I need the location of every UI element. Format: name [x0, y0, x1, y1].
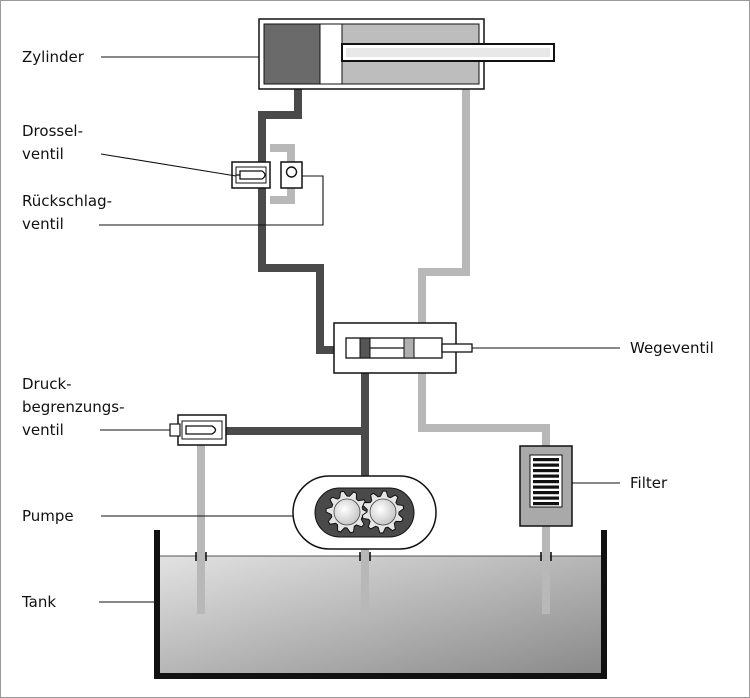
throttle-valve	[231, 161, 271, 189]
pipe-fittings	[195, 552, 552, 561]
gear-pump	[292, 475, 437, 550]
filter-element	[529, 454, 563, 508]
pressure-relief-valve	[169, 414, 227, 446]
label-tank: Tank	[21, 593, 56, 611]
pump-gear-left	[325, 490, 369, 534]
leader-lines	[99, 56, 620, 603]
label-druckbegrenzungsventil-line2: begrenzungs-	[22, 398, 124, 416]
label-drosselventil-line2: ventil	[22, 145, 64, 163]
directional-valve	[333, 322, 473, 374]
filter	[519, 445, 573, 527]
label-druckbegrenzungsventil-line3: ventil	[22, 421, 64, 439]
return-line-cylinder-to-valve	[418, 88, 470, 326]
label-filter: Filter	[630, 474, 668, 492]
label-zylinder: Zylinder	[22, 48, 85, 66]
cylinder-chamber	[263, 23, 321, 85]
pressure-lines	[222, 88, 369, 490]
label-rueckschlagventil-line2: ventil	[22, 215, 64, 233]
labels: Zylinder Drossel- ventil Rückschlag- ven…	[21, 48, 714, 611]
tank-walls	[154, 530, 607, 679]
check-valve	[280, 161, 303, 189]
return-line-valve-to-filter	[418, 373, 550, 446]
tank-fluid	[158, 556, 603, 674]
cylinder	[258, 18, 555, 90]
label-pumpe: Pumpe	[22, 507, 74, 525]
pump-gear-right	[361, 490, 405, 534]
label-druckbegrenzungsventil-line1: Druck-	[22, 375, 72, 393]
label-wegeventil: Wegeventil	[630, 339, 714, 357]
pressure-line-cylinder-to-valve	[258, 88, 336, 354]
label-rueckschlagventil-line1: Rückschlag-	[22, 192, 112, 210]
cylinder-piston	[319, 23, 343, 85]
label-drosselventil-line1: Drossel-	[22, 122, 83, 140]
tank	[154, 530, 607, 679]
